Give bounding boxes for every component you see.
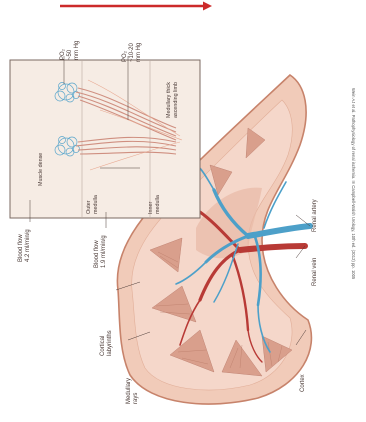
blood-flow-top-text: Blood flow [18, 229, 25, 262]
blood-flow-top-label: Blood flow 4.2 ml/min/g [18, 229, 32, 262]
medullary-thick-text: Medullary thick [166, 82, 173, 118]
po2-right-text: PO₂ [122, 43, 129, 62]
source-credit-text: Wein AJ et al. Pathophysiology of renal … [351, 88, 356, 279]
cortical-labyrinths-label: Cortical labyrinths [100, 330, 114, 356]
outer-medulla-label: Outer medulla [86, 195, 100, 214]
renal-vein-label: Renal vein [312, 258, 319, 286]
po2-left-unit: mm Hg [74, 41, 81, 60]
blood-flow-bottom-text: Blood flow [94, 235, 101, 268]
muscle-dense-text: Muscle dense [38, 153, 45, 186]
renal-vein-text: Renal vein [312, 258, 319, 286]
cortex-label: Cortex [300, 374, 307, 392]
inset-panel [10, 56, 200, 218]
po2-right-label: PO₂ ~10-20 mm Hg [122, 43, 143, 62]
blood-flow-bottom-label: Blood flow 1.9 ml/min/g [94, 235, 108, 268]
ascending-limb-text: ascending limb [173, 82, 180, 118]
blood-flow-top-value: 4.2 ml/min/g [25, 229, 32, 262]
po2-right-unit: mm Hg [136, 43, 143, 62]
muscle-dense-label: Muscle dense [38, 153, 45, 186]
medullary-text: Medullary [126, 378, 133, 404]
cortical-text: Cortical [100, 330, 107, 356]
po2-right-value: ~10-20 [129, 43, 136, 62]
rays-text: rays [133, 378, 140, 404]
po2-left-label: PO₂ ~50 mm Hg [60, 41, 81, 60]
cortex-text: Cortex [300, 374, 307, 392]
flow-arrow-head [203, 2, 212, 11]
renal-artery-label: Renal artery [312, 199, 319, 232]
outer-text: Outer [86, 195, 93, 214]
inner-medulla-label: Inner medulla [148, 195, 162, 214]
blood-flow-bottom-value: 1.9 ml/min/g [101, 235, 108, 268]
outer-medulla-text: medulla [93, 195, 100, 214]
renal-artery-text: Renal artery [312, 199, 319, 232]
source-credit: Wein AJ et al. Pathophysiology of renal … [351, 88, 356, 279]
labyrinths-text: labyrinths [107, 330, 114, 356]
po2-left-text: PO₂ [60, 41, 67, 60]
inner-medulla-text: medulla [155, 195, 162, 214]
po2-left-value: ~50 [67, 41, 74, 60]
medullary-rays-label: Medullary rays [126, 378, 140, 404]
inner-text: Inner [148, 195, 155, 214]
medullary-thick-label: Medullary thick ascending limb [166, 82, 180, 118]
